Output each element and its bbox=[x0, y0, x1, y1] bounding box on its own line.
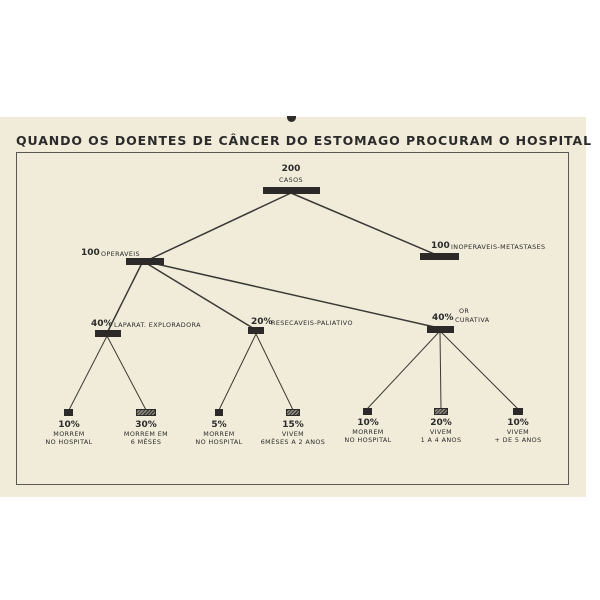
outcome-7-bar bbox=[513, 408, 523, 415]
root-bar bbox=[263, 187, 320, 194]
edge-resecaveis-o4 bbox=[255, 333, 294, 411]
outcome-5-pct: 10% bbox=[357, 418, 379, 428]
laparat-pct: 40% bbox=[91, 319, 113, 329]
diagram-frame bbox=[16, 152, 569, 485]
outcome-5-bar bbox=[363, 408, 372, 415]
outcome-2-pct: 30% bbox=[135, 420, 157, 430]
root-count: 200 bbox=[281, 164, 301, 174]
inoperaveis-count: 100 bbox=[431, 241, 450, 251]
edge-curativa-o6 bbox=[439, 331, 442, 410]
edge-root-inoperaveis bbox=[290, 192, 440, 257]
outcome-1-bar bbox=[64, 409, 73, 416]
operaveis-bar bbox=[126, 258, 164, 265]
curativa-pct: 40% bbox=[432, 313, 454, 323]
resecaveis-pct: 20% bbox=[251, 317, 273, 327]
edge-root-operaveis bbox=[145, 192, 292, 262]
outcome-7-pct: 10% bbox=[507, 418, 529, 428]
edge-operaveis-laparat bbox=[106, 262, 143, 334]
outcome-1-pct: 10% bbox=[58, 420, 80, 430]
outcome-4-pct: 15% bbox=[282, 420, 304, 430]
edge-laparat-o1 bbox=[68, 335, 108, 411]
outcome-5-line2: NO HOSPITAL bbox=[344, 436, 392, 444]
outcome-3-pct: 5% bbox=[211, 420, 227, 430]
edge-operaveis-resecaveis bbox=[145, 262, 257, 331]
diagram-title: QUANDO OS DOENTES DE CÂNCER DO ESTOMAGO … bbox=[16, 133, 592, 148]
edge-operaveis-curativa bbox=[151, 262, 440, 329]
edge-curativa-o5 bbox=[366, 331, 440, 410]
outcome-4-bar bbox=[286, 409, 300, 416]
outcome-6-line1: VIVEM bbox=[429, 428, 453, 436]
outcome-6-bar bbox=[434, 408, 448, 415]
outcome-7-line1: VIVEM bbox=[506, 428, 530, 436]
outcome-3-line1: MORREM bbox=[203, 430, 235, 438]
outcome-4-line2: 6MÊSES A 2 ANOS bbox=[260, 438, 326, 446]
edge-laparat-o2 bbox=[106, 335, 147, 411]
root-label: CASOS bbox=[279, 176, 303, 184]
curativa-label-top: OR bbox=[459, 307, 470, 315]
inoperaveis-label: INOPERAVEIS-METASTASES bbox=[451, 243, 546, 251]
curativa-bar bbox=[427, 326, 454, 333]
outcome-6-pct: 20% bbox=[430, 418, 452, 428]
laparat-label: LAPARAT. EXPLORADORA bbox=[114, 321, 201, 329]
operaveis-label: OPERAVEIS bbox=[101, 250, 141, 258]
diagram-card bbox=[0, 117, 586, 497]
resecaveis-label: RESECAVEIS-PALIATIVO bbox=[271, 319, 353, 327]
outcome-7-line2: + DE 5 ANOS bbox=[494, 436, 542, 444]
outcome-3-bar bbox=[215, 409, 223, 416]
outcome-2-bar bbox=[136, 409, 156, 416]
outcome-4-line1: VIVEM bbox=[281, 430, 305, 438]
edge-resecaveis-o3 bbox=[218, 333, 257, 411]
outcome-1-line2: NO HOSPITAL bbox=[45, 438, 93, 446]
pin-hole bbox=[287, 116, 296, 122]
inoperaveis-bar bbox=[420, 253, 459, 260]
outcome-6-line2: 1 A 4 ANOS bbox=[420, 436, 462, 444]
outcome-2-line1: MORREM EM bbox=[123, 430, 169, 438]
resecaveis-bar bbox=[248, 327, 264, 334]
outcome-2-line2: 6 MÊSES bbox=[130, 438, 162, 446]
operaveis-count: 100 bbox=[81, 248, 100, 258]
curativa-label: CURATIVA bbox=[455, 316, 490, 324]
outcome-3-line2: NO HOSPITAL bbox=[195, 438, 243, 446]
outcome-1-line1: MORREM bbox=[53, 430, 85, 438]
laparat-bar bbox=[95, 330, 121, 337]
edge-curativa-o7 bbox=[440, 331, 519, 410]
outcome-5-line1: MORREM bbox=[352, 428, 384, 436]
